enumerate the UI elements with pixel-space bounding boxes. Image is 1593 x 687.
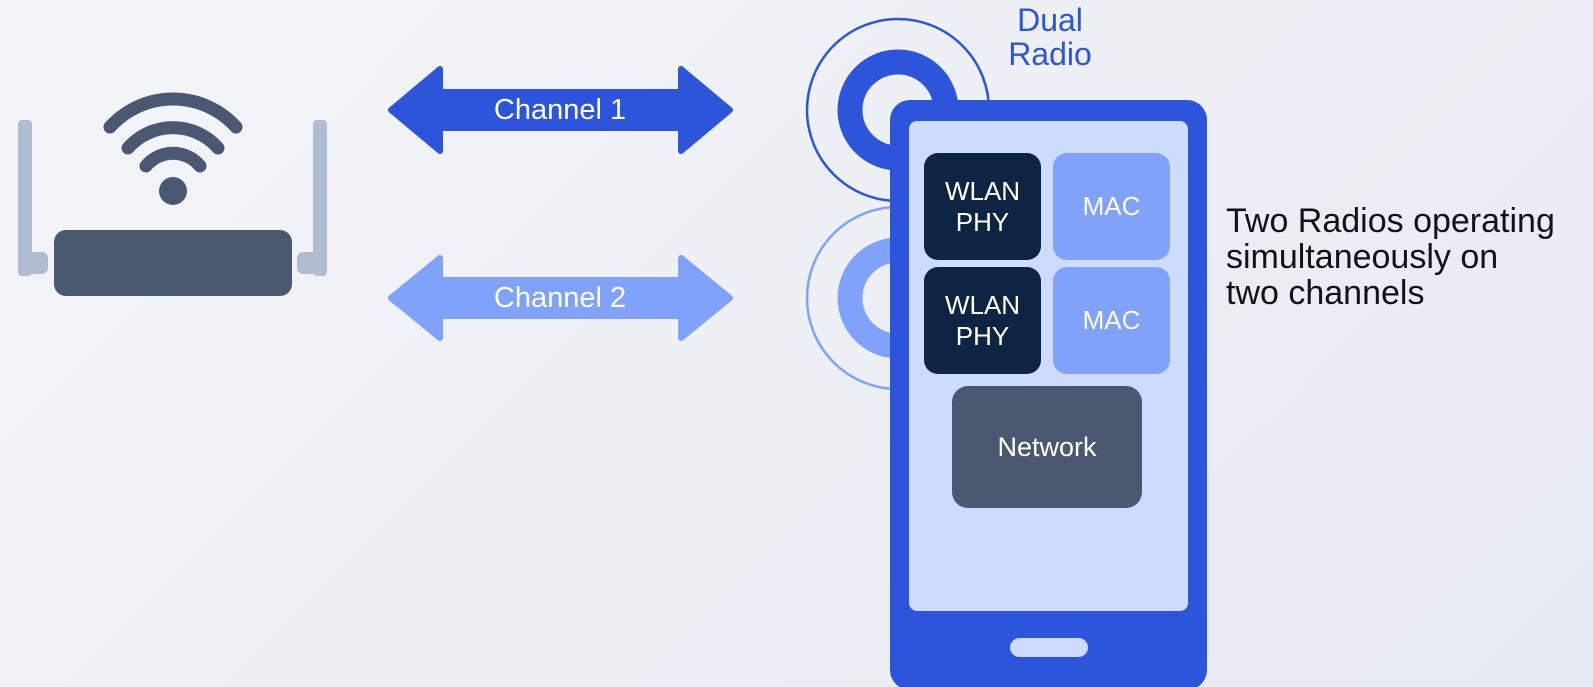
wifi-router-icon <box>18 92 327 296</box>
dual-radio-label: Dual Radio <box>1008 2 1092 72</box>
router-body <box>54 230 292 296</box>
router-antenna-left <box>18 120 32 276</box>
router-antenna-base-left <box>18 252 48 274</box>
channel-1-label: Channel 1 <box>493 94 627 126</box>
mac-block-1: MAC <box>1053 153 1170 260</box>
wifi-signal-icon <box>103 92 243 173</box>
network-block: Network <box>952 386 1142 508</box>
wlan-phy-block-1: WLAN PHY <box>924 153 1041 260</box>
description-text: Two Radios operating simultaneously on t… <box>1226 202 1555 312</box>
router-antenna-base-right <box>297 252 327 274</box>
router-antenna-right <box>313 120 327 276</box>
wifi-signal-dot <box>159 177 187 205</box>
channel-1-arrow <box>388 66 733 154</box>
channel-2-arrow <box>388 255 733 341</box>
wlan-phy-block-2: WLAN PHY <box>924 267 1041 374</box>
phone-home-button <box>1010 638 1088 657</box>
mac-block-2: MAC <box>1053 267 1170 374</box>
channel-2-label: Channel 2 <box>493 282 627 314</box>
